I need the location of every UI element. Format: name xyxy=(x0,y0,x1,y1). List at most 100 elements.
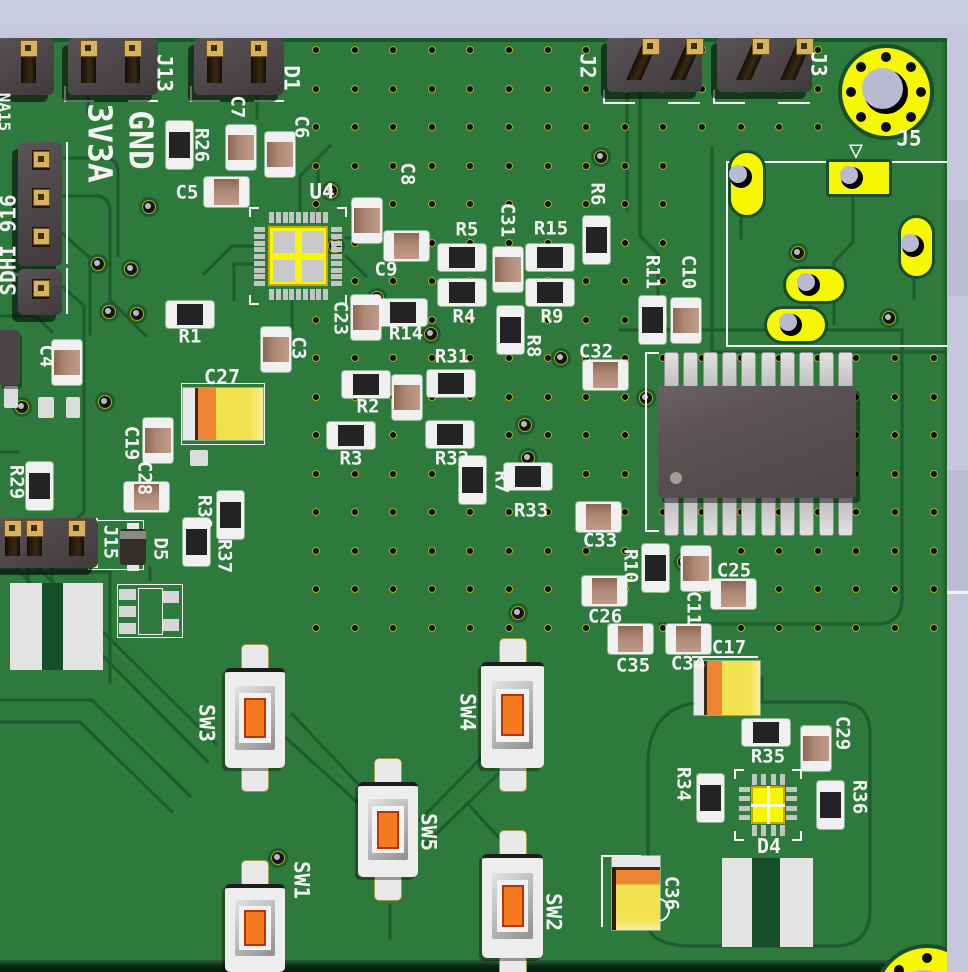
via xyxy=(324,184,338,198)
silkscreen-line xyxy=(64,86,66,102)
silkscreen-label-C4: C4 xyxy=(35,344,58,368)
pin-header-J15 xyxy=(0,518,98,568)
stitching-via xyxy=(466,546,475,555)
silkscreen-label-R2: R2 xyxy=(356,395,380,418)
stitching-via xyxy=(775,585,784,593)
capacitor-body xyxy=(495,256,521,282)
capacitor-body xyxy=(213,179,239,205)
silk-corner xyxy=(337,207,347,209)
qfn-pad xyxy=(323,289,328,300)
resistor-R2 xyxy=(342,370,390,398)
resistor-R34 xyxy=(696,774,724,822)
via-hole xyxy=(145,203,151,209)
resistor-R29 xyxy=(25,462,53,510)
smd-pad xyxy=(190,450,208,466)
stitching-via xyxy=(350,585,359,593)
stitching-via xyxy=(582,315,591,324)
via xyxy=(102,305,116,319)
header-pin-hole xyxy=(31,525,37,531)
silkscreen-label-R33: R33 xyxy=(513,499,549,522)
header-pin-hole xyxy=(38,194,44,200)
qfn-pad xyxy=(770,774,776,785)
stitching-via xyxy=(505,431,513,439)
stitching-via xyxy=(466,354,475,362)
via xyxy=(518,418,532,432)
qfn-pad xyxy=(331,274,342,280)
silk-corner xyxy=(345,207,347,217)
stitching-via xyxy=(427,546,436,555)
via-hole xyxy=(794,249,800,255)
stitching-via xyxy=(505,123,513,131)
header-pin-hole xyxy=(38,156,44,162)
switch-button[interactable] xyxy=(244,698,267,738)
stitching-via xyxy=(505,623,513,632)
stitching-via xyxy=(389,546,398,555)
silkscreen-line xyxy=(668,102,700,104)
resistor-R9 xyxy=(526,278,574,306)
silkscreen-label-C27: C27 xyxy=(203,365,241,389)
resistor-body xyxy=(537,281,563,303)
smd-pad xyxy=(38,397,54,418)
stitching-via xyxy=(427,354,436,362)
qfn-pad xyxy=(331,260,342,266)
tantalum-body xyxy=(703,661,760,715)
stitching-via xyxy=(312,200,320,208)
via xyxy=(511,606,525,620)
resistor-R31 xyxy=(427,369,475,397)
stitching-via xyxy=(350,46,359,54)
stitching-via xyxy=(891,354,899,362)
stitching-via xyxy=(929,585,938,593)
resistor-R3 xyxy=(327,421,375,449)
qfn-pad xyxy=(316,289,322,300)
qfn-pad xyxy=(254,254,265,259)
via-hole xyxy=(101,398,107,404)
switch-button[interactable] xyxy=(377,810,400,849)
silkscreen-label-C3: C3 xyxy=(287,336,310,360)
silkscreen-line xyxy=(66,142,68,264)
silkscreen-label-C23: C23 xyxy=(329,300,352,336)
stitching-via xyxy=(350,277,359,285)
qfn-cross xyxy=(751,804,785,807)
silk-corner xyxy=(792,839,802,841)
switch-SW4 xyxy=(481,639,544,791)
diode-D5 xyxy=(120,523,146,571)
switch-tab xyxy=(499,639,526,665)
via xyxy=(91,257,105,271)
stitching-via xyxy=(466,161,475,170)
capacitor-body xyxy=(591,578,617,604)
qfn-pad xyxy=(739,805,750,811)
qfn-inner-pad xyxy=(302,231,324,253)
background-shade-right xyxy=(948,470,968,590)
stitching-via xyxy=(350,508,359,516)
pad-hole-light xyxy=(729,165,747,183)
stitching-via xyxy=(775,546,784,555)
silkscreen-line xyxy=(645,352,659,354)
qfn-pad xyxy=(254,281,265,286)
switch-button[interactable] xyxy=(501,693,525,737)
resistor-body xyxy=(338,424,364,446)
header-pin-hole xyxy=(25,45,31,51)
stitching-via xyxy=(427,84,436,93)
switch-button[interactable] xyxy=(244,910,267,946)
silkscreen-line xyxy=(645,530,659,532)
stitching-via xyxy=(891,392,899,401)
silkscreen-line xyxy=(66,268,68,314)
qfn-pad xyxy=(331,267,342,273)
silkscreen-label-R15: R15 xyxy=(533,217,569,240)
silkscreen-label-J5: J5 xyxy=(896,126,922,151)
silk-corner xyxy=(337,303,347,305)
capacitor-body xyxy=(353,304,379,330)
via-hole xyxy=(133,310,139,316)
silkscreen-label-R9: R9 xyxy=(540,305,564,328)
via-hole xyxy=(327,187,333,193)
silkscreen-label-D4: D4 xyxy=(756,834,782,858)
switch-button[interactable] xyxy=(501,885,525,927)
stitching-via xyxy=(582,123,591,131)
stitching-via xyxy=(929,508,938,516)
qfn-pad xyxy=(331,254,342,259)
capacitor-body xyxy=(803,735,829,761)
capacitor-C23 xyxy=(351,294,381,340)
ic-pin xyxy=(818,494,834,536)
ic-pin xyxy=(799,494,815,536)
